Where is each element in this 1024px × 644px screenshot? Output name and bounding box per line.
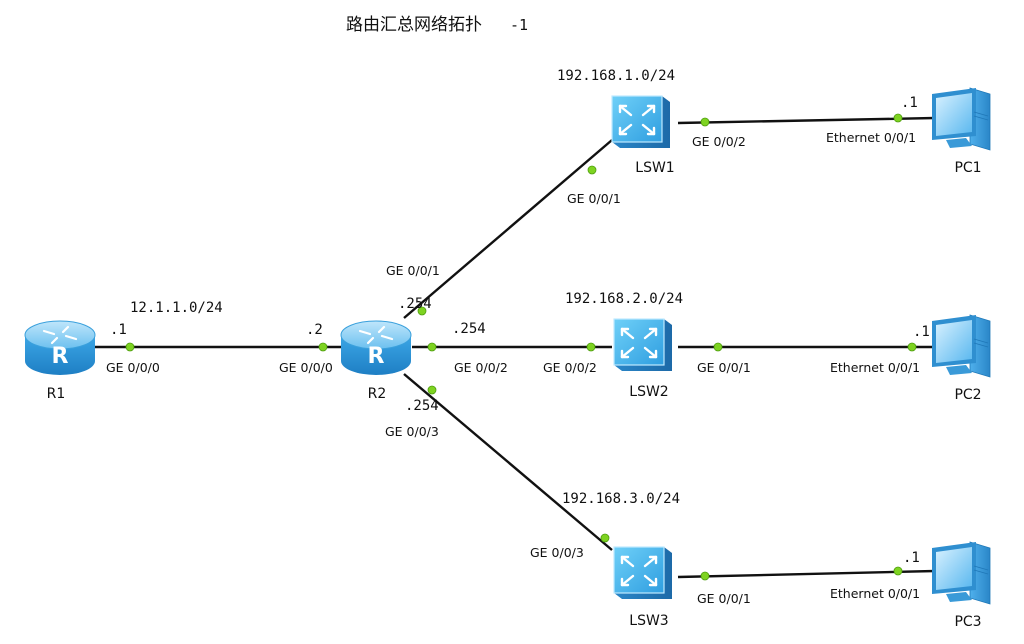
link-lsw3-pc3 [677,569,936,579]
device-label-r1: R1 [47,386,66,402]
port-dot-pc2-eth [907,342,917,352]
link-lsw1-pc1 [677,116,936,125]
router-icon [23,319,97,377]
router-r1[interactable]: R1 [23,319,97,402]
port-dot-r2-g000 [318,342,328,352]
network-label-lsw3: 192.168.3.0/24 [562,491,680,507]
port-label-lsw3-g001: GE 0/0/1 [697,591,751,606]
pc-icon [931,314,991,378]
device-label-lsw2: LSW2 [629,384,668,400]
port-dots [125,113,917,581]
port-label-lsw2-g001: GE 0/0/1 [697,360,751,375]
port-label-r2-g003: GE 0/0/3 [385,424,439,439]
port-label-r1-g000: GE 0/0/0 [106,360,160,375]
switch-icon [612,545,674,601]
diagram-title-suffix: -1 [510,16,528,34]
port-label-pc1-eth: Ethernet 0/0/1 [826,130,916,145]
switch-lsw2[interactable]: LSW2 [612,317,674,400]
network-label-lsw2: 192.168.2.0/24 [565,291,683,307]
link-r2-lsw3 [403,373,613,551]
port-dot-lsw2-g002 [586,342,596,352]
device-label-r2: R2 [368,386,387,402]
links [95,116,936,579]
router-r2[interactable]: R2 [339,319,413,402]
device-label-lsw1: LSW1 [635,160,674,176]
port-dot-r2-g003 [427,385,437,395]
address-label-r2-g000: .2 [306,322,323,338]
address-label-pc3: .1 [903,550,920,566]
port-dot-r2-g002 [427,342,437,352]
port-label-pc2-eth: Ethernet 0/0/1 [830,360,920,375]
port-label-lsw3-g003: GE 0/0/3 [530,545,584,560]
device-label-lsw3: LSW3 [629,613,668,629]
port-label-lsw1-g001: GE 0/0/1 [567,191,621,206]
port-dot-r1-g000 [125,342,135,352]
address-label-pc1: .1 [901,95,918,111]
port-dot-pc1-eth [893,113,903,123]
port-label-lsw1-g002: GE 0/0/2 [692,134,746,149]
port-dot-lsw1-g001 [587,165,597,175]
port-dot-lsw3-g003 [600,533,610,543]
network-label-r1-r2: 12.1.1.0/24 [130,300,223,316]
port-label-pc3-eth: Ethernet 0/0/1 [830,586,920,601]
router-icon [339,319,413,377]
address-label-r2-g002: .254 [452,321,486,337]
port-dot-pc3-eth [893,566,903,576]
port-dot-r2-g001 [417,306,427,316]
pc-icon [931,87,991,151]
address-label-r2-g001: .254 [398,296,432,312]
pc-pc2[interactable]: PC2 [931,314,991,403]
switch-icon [610,94,672,150]
port-label-lsw2-g002: GE 0/0/2 [543,360,597,375]
device-label-pc3: PC3 [954,614,981,630]
port-dot-lsw1-g002 [700,117,710,127]
address-label-r2-g003: .254 [405,398,439,414]
link-r2-lsw1 [403,139,613,319]
port-label-r2-g001: GE 0/0/1 [386,263,440,278]
pc-pc3[interactable]: PC3 [931,541,991,630]
network-label-lsw1: 192.168.1.0/24 [557,68,675,84]
port-label-r2-g002: GE 0/0/2 [454,360,508,375]
pc-pc1[interactable]: PC1 [931,87,991,176]
switch-lsw3[interactable]: LSW3 [612,545,674,629]
port-dot-lsw3-g001 [700,571,710,581]
port-dot-lsw2-g001 [713,342,723,352]
diagram-title: 路由汇总网络拓扑 [346,15,482,35]
device-label-pc1: PC1 [954,160,981,176]
switch-icon [612,317,674,373]
port-label-r2-g000: GE 0/0/0 [279,360,333,375]
address-label-pc2: .1 [913,324,930,340]
device-label-pc2: PC2 [954,387,981,403]
switch-lsw1[interactable]: LSW1 [610,94,675,176]
address-label-r1: .1 [110,322,127,338]
pc-icon [931,541,991,605]
